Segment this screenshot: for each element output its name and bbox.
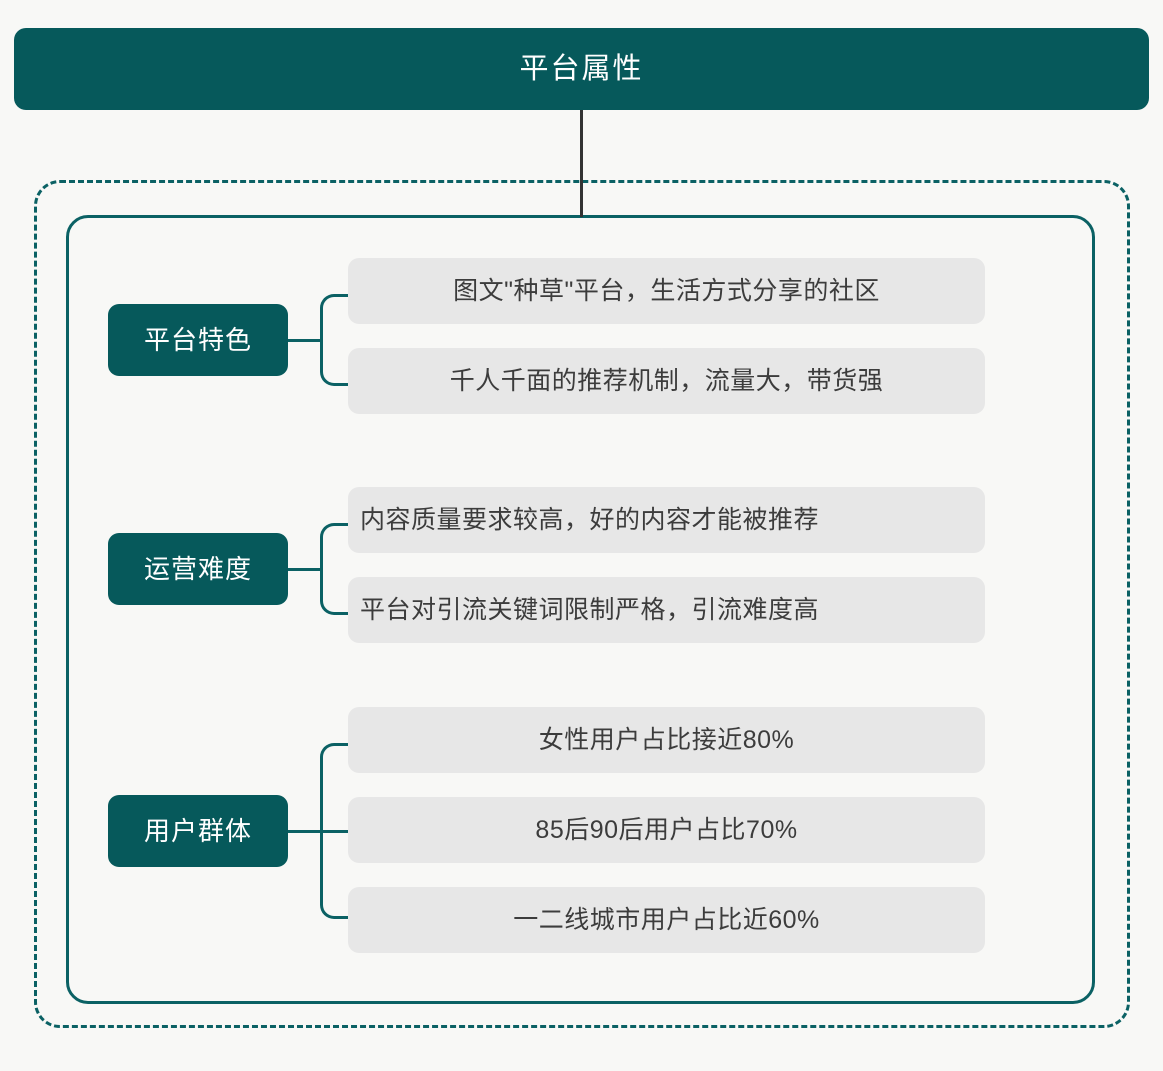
leaf-card-text-3-2: 85后90后用户占比70% <box>535 816 798 844</box>
category-connector-stub-1 <box>288 339 322 342</box>
leaf-card-2-2[interactable]: 平台对引流关键词限制严格，引流难度高 <box>348 577 985 643</box>
leaf-card-text-3-3: 一二线城市用户占比近60% <box>513 906 820 934</box>
leaf-card-text-1-1: 图文"种草"平台，生活方式分享的社区 <box>453 277 880 305</box>
category-label-2: 运营难度 <box>143 554 252 584</box>
category-connector-stub-3 <box>288 830 322 833</box>
bracket-connector-1 <box>320 294 350 386</box>
leaf-card-1-2[interactable]: 千人千面的推荐机制，流量大，带货强 <box>348 348 985 414</box>
leaf-card-3-2[interactable]: 85后90后用户占比70% <box>348 797 985 863</box>
leaf-card-text-3-1: 女性用户占比接近80% <box>538 726 795 754</box>
root-node-platform-attributes[interactable]: 平台属性 <box>14 28 1149 110</box>
root-trunk-connector <box>580 110 583 217</box>
root-node-label: 平台属性 <box>519 52 644 85</box>
branch-group-2: 运营难度 内容质量要求较高，好的内容才能被推荐 平台对引流关键词限制严格，引流难… <box>0 487 1163 643</box>
bracket-middle-tick-3 <box>320 830 350 833</box>
bracket-connector-2 <box>320 523 350 615</box>
category-box-1[interactable]: 平台特色 <box>108 304 288 376</box>
branch-group-1: 平台特色 图文"种草"平台，生活方式分享的社区 千人千面的推荐机制，流量大，带货… <box>0 258 1163 414</box>
category-connector-stub-2 <box>288 568 322 571</box>
branch-group-3: 用户群体 女性用户占比接近80% 85后90后用户占比70% 一二线城市用户占比… <box>0 707 1163 955</box>
leaf-card-3-1[interactable]: 女性用户占比接近80% <box>348 707 985 773</box>
category-box-2[interactable]: 运营难度 <box>108 533 288 605</box>
category-label-3: 用户群体 <box>143 816 252 846</box>
leaf-card-3-3[interactable]: 一二线城市用户占比近60% <box>348 887 985 953</box>
leaf-card-text-2-1: 内容质量要求较高，好的内容才能被推荐 <box>360 506 820 534</box>
leaf-card-text-2-2: 平台对引流关键词限制严格，引流难度高 <box>360 596 820 624</box>
leaf-card-2-1[interactable]: 内容质量要求较高，好的内容才能被推荐 <box>348 487 985 553</box>
leaf-card-text-1-2: 千人千面的推荐机制，流量大，带货强 <box>449 367 884 395</box>
leaf-card-1-1[interactable]: 图文"种草"平台，生活方式分享的社区 <box>348 258 985 324</box>
category-box-3[interactable]: 用户群体 <box>108 795 288 867</box>
category-label-1: 平台特色 <box>143 325 252 355</box>
